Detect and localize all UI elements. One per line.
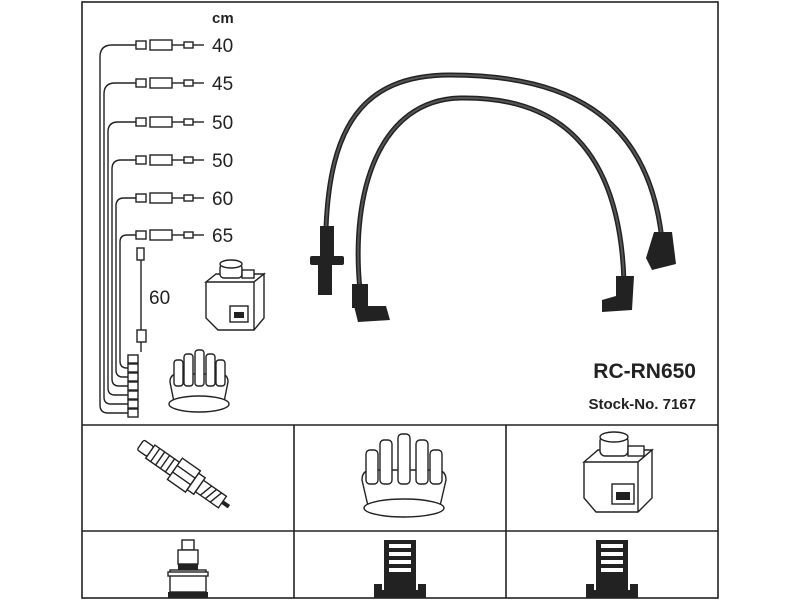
coil-lead-side [136, 247, 147, 352]
ignition-coil-large-icon [582, 431, 654, 513]
ignition-cables-illustration [310, 72, 676, 322]
ignition-coil-icon [204, 259, 266, 331]
side-lead-length-label: 60 [149, 288, 170, 309]
length-label-4: 50 [212, 151, 233, 172]
cable-lead-5 [115, 192, 204, 378]
plug-terminal-icon [167, 539, 209, 598]
lead-end-terminals [127, 354, 139, 418]
distributor-cap-large-icon [361, 433, 447, 518]
length-label-2: 45 [212, 74, 233, 95]
cable-lead-4 [111, 154, 204, 387]
distributor-cap-icon [168, 349, 230, 413]
unit-label: cm [212, 10, 234, 27]
cable-lead-3 [107, 116, 204, 396]
model-number: RC-RN650 [593, 360, 696, 383]
stock-number: Stock-No. 7167 [588, 396, 696, 413]
length-label-3: 50 [212, 113, 233, 134]
length-label-5: 60 [212, 189, 233, 210]
cable-lead-6 [119, 229, 204, 369]
length-label-1: 40 [212, 36, 233, 57]
spark-plug-icon [137, 439, 231, 509]
cable-lengths-schematic [99, 39, 204, 418]
cable-lead-1 [99, 39, 204, 414]
cap-terminal-icon [374, 540, 426, 598]
cable-lead-2 [103, 77, 204, 405]
length-label-6: 65 [212, 226, 233, 247]
coil-terminal-icon [586, 540, 638, 598]
